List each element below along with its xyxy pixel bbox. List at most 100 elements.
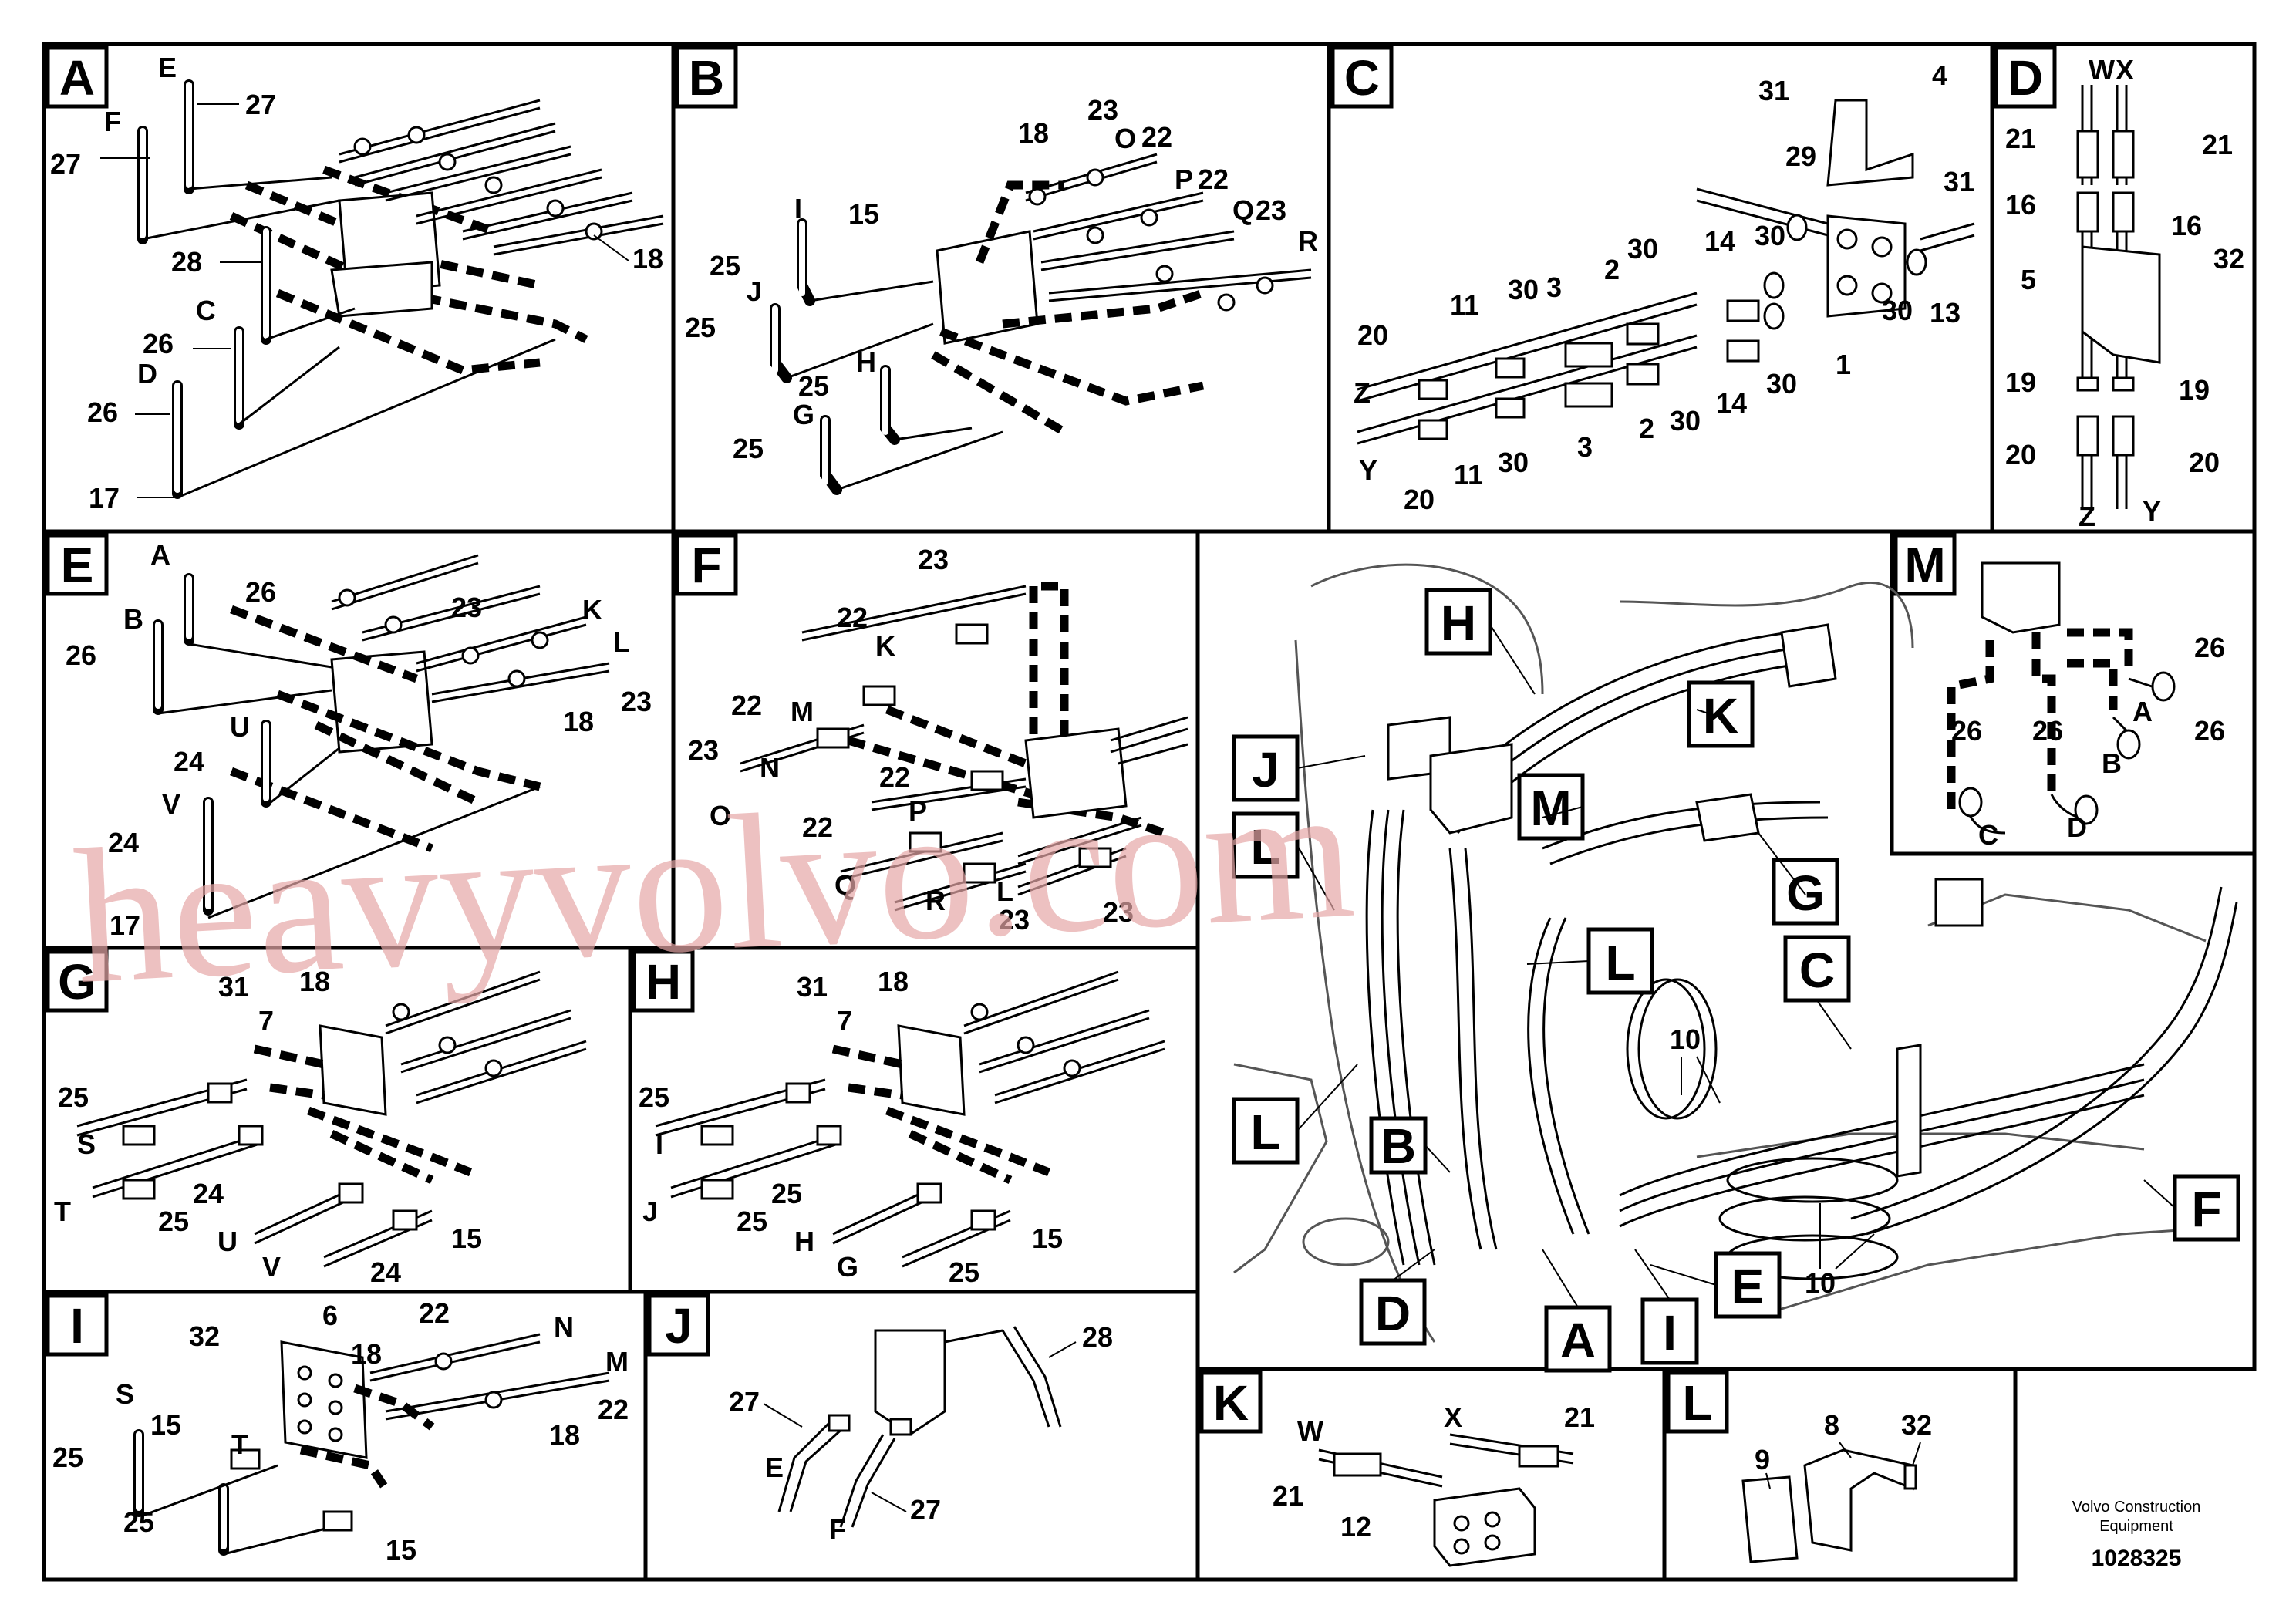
svg-text:22: 22 — [731, 690, 762, 721]
svg-text:22: 22 — [837, 602, 868, 633]
svg-text:C: C — [1978, 819, 1998, 851]
callout-M: M — [1517, 773, 1585, 841]
svg-text:G: G — [837, 1251, 858, 1283]
svg-text:22: 22 — [802, 811, 833, 843]
svg-text:M: M — [1904, 538, 1945, 593]
svg-text:23: 23 — [621, 686, 652, 717]
svg-text:13: 13 — [1930, 297, 1961, 329]
svg-text:U: U — [230, 711, 250, 743]
svg-text:32: 32 — [1901, 1409, 1932, 1441]
svg-text:15: 15 — [451, 1222, 482, 1254]
panel-J-drawing: 28 27 E F 27 — [729, 1321, 1113, 1545]
svg-text:12: 12 — [1340, 1511, 1371, 1543]
svg-text:U: U — [217, 1226, 238, 1257]
svg-text:17: 17 — [110, 909, 140, 941]
svg-text:D: D — [2067, 811, 2087, 843]
svg-text:31: 31 — [1758, 75, 1789, 106]
svg-text:L: L — [613, 626, 630, 658]
svg-text:30: 30 — [1627, 233, 1658, 265]
svg-text:26: 26 — [1951, 715, 1982, 747]
svg-text:22: 22 — [419, 1297, 450, 1329]
callout-D: D — [1359, 1278, 1427, 1346]
svg-text:I: I — [1663, 1305, 1677, 1361]
svg-text:J: J — [642, 1195, 658, 1227]
svg-text:18: 18 — [878, 966, 909, 997]
footer: Volvo Construction Equipment 1028325 — [2072, 1499, 2201, 1571]
callout-L3: L — [1232, 1097, 1300, 1165]
svg-text:25: 25 — [798, 370, 829, 402]
callout-A: A — [1544, 1305, 1612, 1373]
svg-text:A: A — [1560, 1313, 1596, 1368]
panel-A-drawing: E 27 F 27 28 C 26 D 26 17 18 — [50, 52, 664, 514]
svg-text:B: B — [123, 603, 143, 635]
panel-label-D: D — [1994, 46, 2057, 109]
svg-text:18: 18 — [299, 966, 330, 997]
svg-text:26: 26 — [245, 576, 276, 608]
svg-text:19: 19 — [2005, 366, 2036, 398]
callout-F: F — [2173, 1174, 2240, 1242]
svg-text:20: 20 — [2005, 439, 2036, 470]
svg-text:7: 7 — [258, 1005, 274, 1037]
panel-label-K: K — [1199, 1371, 1263, 1434]
svg-text:22: 22 — [598, 1394, 629, 1425]
panel-labels: A B C D E F G H I J K L M — [46, 46, 2057, 1434]
svg-text:15: 15 — [386, 1534, 416, 1566]
svg-text:O: O — [1114, 123, 1136, 154]
svg-text:25: 25 — [710, 250, 740, 282]
drawing-number: 1028325 — [2092, 1546, 2182, 1571]
svg-text:26: 26 — [87, 396, 118, 428]
svg-text:G: G — [58, 954, 96, 1010]
svg-text:22: 22 — [1198, 164, 1229, 195]
svg-text:20: 20 — [2189, 447, 2220, 478]
svg-text:26: 26 — [66, 639, 96, 671]
svg-text:M: M — [791, 696, 814, 727]
svg-text:22: 22 — [879, 761, 910, 793]
svg-text:J: J — [747, 275, 762, 307]
svg-text:23: 23 — [918, 544, 949, 575]
svg-text:D: D — [1375, 1286, 1411, 1341]
svg-text:25: 25 — [949, 1256, 979, 1288]
svg-text:Z: Z — [1354, 377, 1371, 409]
svg-text:26: 26 — [2194, 715, 2225, 747]
svg-text:23: 23 — [999, 904, 1030, 936]
svg-text:M: M — [1530, 781, 1571, 836]
svg-text:27: 27 — [729, 1386, 760, 1418]
svg-text:20: 20 — [1404, 484, 1435, 515]
svg-text:25: 25 — [123, 1506, 154, 1538]
svg-text:P: P — [1175, 164, 1193, 195]
svg-text:18: 18 — [549, 1419, 580, 1451]
svg-text:32: 32 — [189, 1320, 220, 1352]
svg-text:X: X — [2116, 54, 2134, 86]
svg-text:8: 8 — [1824, 1409, 1839, 1441]
svg-text:A: A — [59, 50, 95, 106]
svg-text:L: L — [1250, 819, 1280, 875]
svg-text:21: 21 — [2202, 129, 2233, 160]
panel-label-A: A — [46, 46, 109, 109]
svg-text:24: 24 — [370, 1256, 401, 1288]
svg-text:23: 23 — [1087, 94, 1118, 126]
svg-text:E: E — [765, 1452, 784, 1483]
svg-text:14: 14 — [1716, 387, 1747, 419]
svg-text:31: 31 — [1944, 166, 1974, 197]
svg-text:24: 24 — [193, 1178, 224, 1209]
company-line1: Volvo Construction — [2072, 1499, 2201, 1516]
svg-text:31: 31 — [218, 971, 249, 1003]
svg-text:11: 11 — [1454, 459, 1483, 491]
svg-text:M: M — [605, 1346, 629, 1378]
svg-text:E: E — [1731, 1259, 1765, 1314]
svg-text:22: 22 — [1141, 121, 1172, 153]
callout-L1: L — [1232, 811, 1300, 879]
svg-text:J: J — [1252, 742, 1279, 798]
svg-text:30: 30 — [1498, 447, 1529, 478]
svg-text:28: 28 — [1082, 1321, 1113, 1353]
svg-text:B: B — [1381, 1118, 1416, 1174]
svg-text:5: 5 — [2021, 264, 2036, 295]
svg-text:V: V — [162, 788, 180, 820]
svg-text:2: 2 — [1604, 254, 1620, 285]
svg-text:30: 30 — [1766, 368, 1797, 400]
svg-text:N: N — [554, 1311, 574, 1343]
panel-label-H: H — [632, 949, 695, 1013]
svg-text:3: 3 — [1577, 431, 1593, 463]
svg-text:F: F — [829, 1513, 846, 1545]
svg-text:19: 19 — [2179, 374, 2210, 406]
